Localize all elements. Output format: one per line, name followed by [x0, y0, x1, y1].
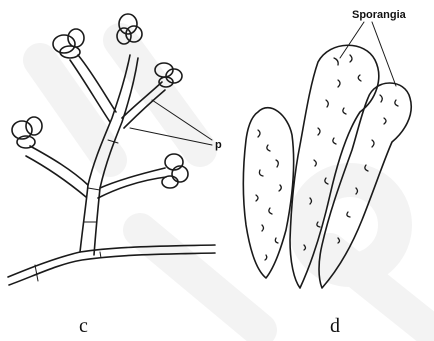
sporangium-head-left [12, 117, 42, 148]
sporangium-head-top-left [53, 29, 84, 58]
panel-label-c: c [79, 315, 88, 337]
cytoplasm-left [256, 130, 281, 260]
callout-label-sporangia: Sporangia [352, 9, 407, 21]
pointer-label-p: p [215, 139, 222, 151]
branch-left-middle [30, 146, 88, 185]
sporangium-head-right [162, 154, 188, 188]
sporangium-left [243, 108, 293, 278]
panel-label-d: d [330, 315, 340, 337]
callout-lines-sporangia [340, 22, 396, 86]
branch-right-middle-outer [98, 177, 166, 198]
